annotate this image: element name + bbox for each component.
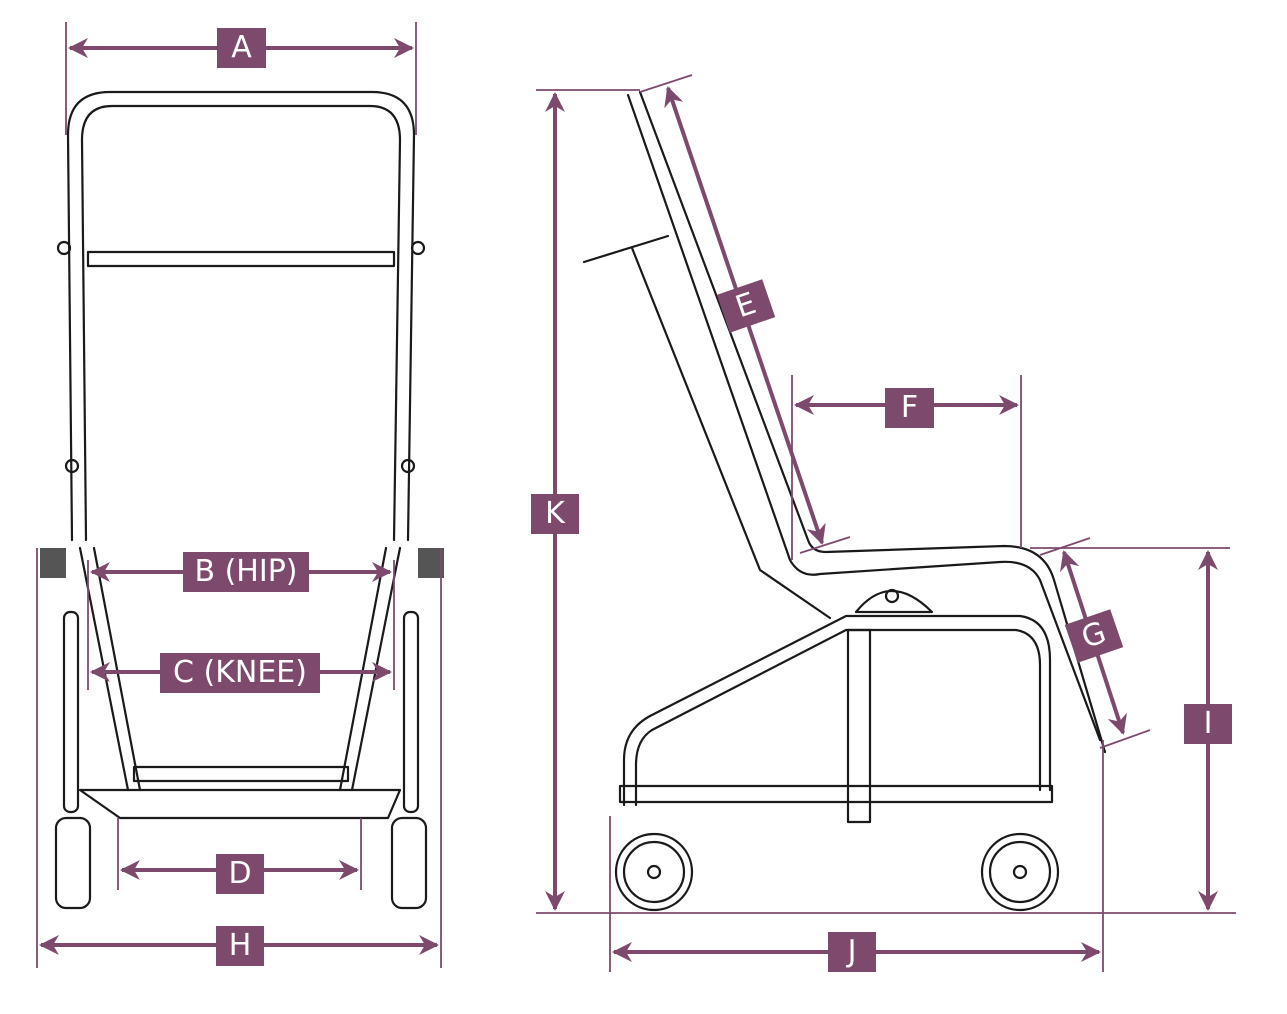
dimension-label-k: K: [531, 494, 579, 534]
dimension-label-h: H: [216, 926, 264, 966]
extension-lines: [36, 22, 1236, 972]
side-view-chair: [582, 90, 1107, 912]
front-view-chair: [40, 90, 444, 910]
dimension-label-c-knee: C (KNEE): [160, 653, 320, 693]
dimension-label-j: J: [828, 932, 876, 972]
dimension-label-d: D: [216, 854, 264, 894]
dimension-label-b-hip: B (HIP): [183, 552, 309, 592]
dimension-label-a: A: [217, 28, 266, 68]
dimension-label-f: F: [885, 388, 934, 428]
dimension-arrows: [39, 38, 1218, 962]
dimension-label-i: I: [1184, 704, 1232, 744]
